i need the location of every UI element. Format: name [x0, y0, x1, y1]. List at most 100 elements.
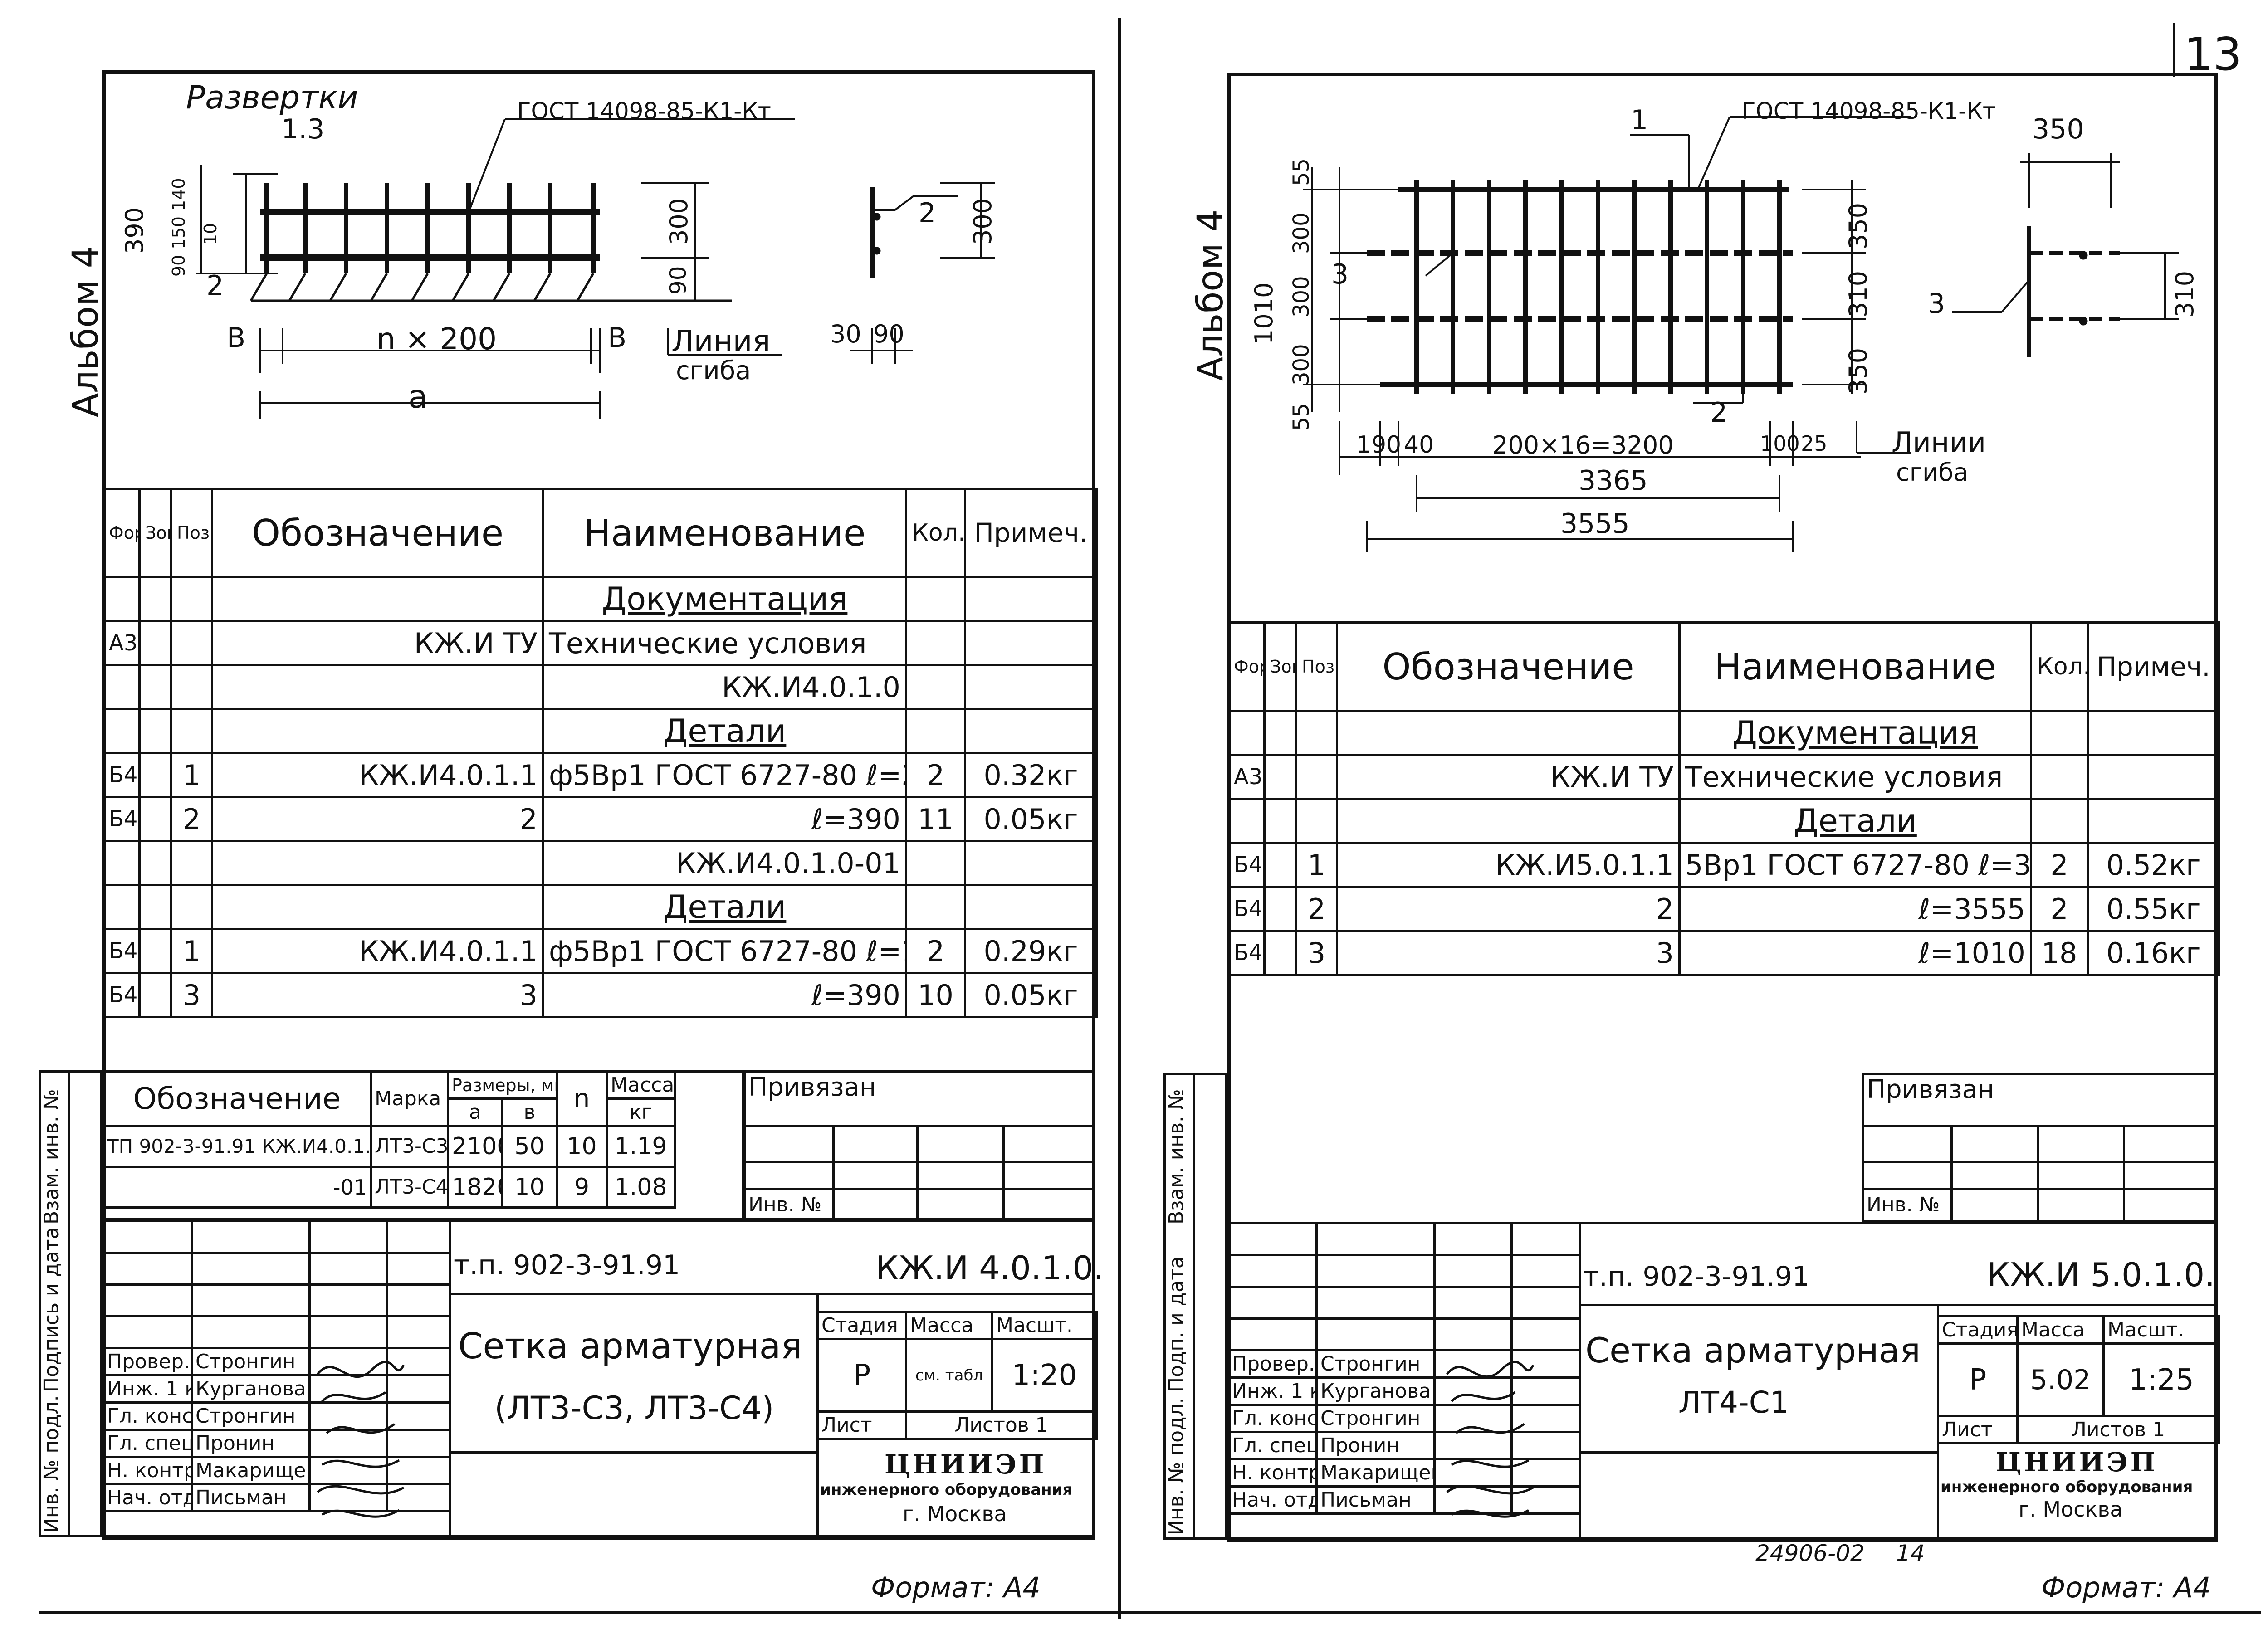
right-stage-value: Р	[1937, 1342, 2019, 1417]
page-number-box	[2173, 23, 2175, 77]
left-spec-cell-format: Б4	[102, 972, 141, 1018]
left-spec-cell-format	[102, 664, 141, 710]
left-drawing-name-2: (ЛТ3-С3, ЛТ3-С4)	[494, 1390, 774, 1427]
left-privyazan-line-1	[744, 1125, 1095, 1127]
marks-header-n: n	[556, 1070, 608, 1127]
page-number: 13	[2184, 28, 2242, 81]
marks-row-1-marka: ЛТ3-С3	[370, 1125, 449, 1168]
left-spec-cell-designation: 2	[211, 796, 544, 842]
left-spec-header-name: Наименование	[542, 488, 907, 578]
marks-row: ТП 902-3-91.91 КЖ.И4.0.1.0 ЛТ3-С3 2100 5…	[102, 1125, 745, 1168]
left-spec-cell-zone	[138, 620, 172, 666]
right-drawing-code: КЖ.И 5.0.1.0.	[1987, 1256, 2215, 1294]
right-spec-header-name: Наименование	[1678, 621, 2032, 712]
marks-row-2-a: 1820	[447, 1166, 503, 1209]
footer-code: 24906-02	[1755, 1540, 1865, 1566]
left-mass-header: Масса	[905, 1311, 993, 1340]
right-sidebar	[1163, 1073, 1227, 1540]
left-spec-cell-pos	[170, 620, 213, 666]
right-bend-line: Линии	[1892, 426, 1986, 459]
right-spec-cell-zone	[1263, 842, 1297, 888]
left-spec-cell-name: ф5Вр1 ГОСТ 6727-80 ℓ=2100	[542, 752, 907, 798]
table-row: КЖ.И4.0.1.0	[102, 664, 1098, 710]
left-stage-table: Стадия Масса Масшт. Р см. табл 1:20 Лист…	[816, 1311, 1098, 1440]
right-role-4: Гл. спец.	[1227, 1431, 1318, 1460]
right-spec-header-row: ФорматЗонаПоз.ОбозначениеНаименованиеКол…	[1227, 621, 2220, 712]
right-dim-350-b: 350	[1844, 347, 1872, 395]
left-spec-cell-designation: КЖ.И ТУ	[211, 620, 544, 666]
marks-row-2-oboz: -01	[102, 1166, 372, 1209]
left-dim-90-150-140: 90 150 140	[169, 178, 189, 277]
right-spec-cell-name: Детали	[1678, 798, 2032, 844]
right-drawing-name-1: Сетка арматурная	[1585, 1330, 1921, 1371]
left-spec-cell-pos	[170, 576, 213, 622]
table-row: Документация	[1227, 710, 2220, 756]
marks-row-2-mass: 1.08	[606, 1166, 676, 1209]
right-spec-cell-pos	[1295, 754, 1338, 800]
right-spec-cell-pos: 1	[1295, 842, 1338, 888]
left-spec-cell-zone	[138, 972, 172, 1018]
left-spec-cell-designation: КЖ.И4.0.1.1	[211, 752, 544, 798]
right-spec-cell-designation	[1336, 710, 1681, 756]
left-dim-90b: 90	[873, 320, 904, 348]
left-tb-hline-1	[449, 1293, 1095, 1295]
left-marks-table: Обозначение Марка Размеры, мм n Масса а …	[102, 1070, 745, 1209]
left-spec-header-note: Примеч.	[964, 488, 1098, 578]
left-spec-cell-zone	[138, 752, 172, 798]
left-spec-cell-name: ф5Вр1 ГОСТ 6727-80 ℓ=1820	[542, 928, 907, 974]
right-spec-cell-note: 0.16кг	[2087, 930, 2220, 976]
right-role-2: Инж. 1 к.	[1227, 1376, 1318, 1406]
table-row: Детали	[102, 708, 1098, 754]
left-spec-cell-pos: 1	[170, 752, 213, 798]
right-dim-100: 100	[1760, 431, 1800, 456]
left-spec-cell-pos: 1	[170, 928, 213, 974]
left-privyazan-line-2	[744, 1161, 1095, 1163]
right-dim-350-a: 350	[1844, 202, 1872, 249]
right-role-5: Н. контр.	[1227, 1458, 1318, 1488]
right-dim-1010: 1010	[1250, 282, 1278, 345]
left-sheet-label: Лист	[816, 1410, 907, 1440]
left-privyazan-vline-1	[832, 1125, 835, 1220]
left-spec-cell-format: Б4	[102, 752, 141, 798]
right-spec-cell-name: Технические условия	[1678, 754, 2032, 800]
right-privyazan-line-1	[1862, 1125, 2218, 1127]
right-gost-label: ГОСТ 14098-85-К1-Кт	[1742, 98, 1996, 124]
right-spec-cell-designation: 2	[1336, 886, 1681, 932]
left-sheets-label: Листов 1	[905, 1410, 1098, 1440]
left-org-2: инженерного оборудования	[820, 1481, 1073, 1499]
right-spec-cell-format: Б4	[1227, 842, 1266, 888]
right-spec-cell-name: ℓ=3555	[1678, 886, 2032, 932]
right-spec-cell-note	[2087, 798, 2220, 844]
right-spec-cell-pos: 2	[1295, 886, 1338, 932]
left-org-3: г. Москва	[903, 1502, 1007, 1526]
left-spec-cell-name: КЖ.И4.0.1.0	[542, 664, 907, 710]
right-spec-cell-zone	[1263, 886, 1297, 932]
right-spec-cell-name: ℓ=1010	[1678, 930, 2032, 976]
right-spec-header-qty: Кол.	[2030, 621, 2089, 712]
left-scale-header: Масшт.	[991, 1311, 1098, 1340]
right-spec-cell-name: Документация	[1678, 710, 2032, 756]
left-drawing-code: КЖ.И 4.0.1.0.	[875, 1249, 1104, 1287]
right-org-1: ЦНИИЭП	[1996, 1447, 2158, 1478]
left-spec-cell-format: Б4	[102, 796, 141, 842]
left-spec-cell-note: 0.29кг	[964, 928, 1098, 974]
left-person-1: Стронгин	[191, 1347, 311, 1376]
right-spec-cell-pos	[1295, 798, 1338, 844]
left-person-5: Макарищева	[191, 1456, 311, 1485]
left-drawing	[196, 118, 995, 419]
right-spec-cell-designation: КЖ.И ТУ	[1336, 754, 1681, 800]
right-sidebar-divider	[1193, 1073, 1195, 1540]
right-bend-line-2: сгиба	[1896, 458, 1969, 487]
marks-header-b: в	[501, 1097, 558, 1127]
left-dim-B1: В	[227, 322, 246, 354]
left-spec-header-designation: Обозначение	[211, 488, 544, 578]
left-spec-table: ФорматЗонаПоз.ОбозначениеНаименованиеКол…	[102, 488, 1098, 1018]
left-spec-cell-format: Б4	[102, 928, 141, 974]
left-spec-cell-zone	[138, 576, 172, 622]
right-spec-cell-designation: КЖ.И5.0.1.1	[1336, 842, 1681, 888]
left-privyazan-vline-3	[1002, 1125, 1005, 1220]
left-spec-cell-pos	[170, 884, 213, 930]
right-stage-header: Стадия	[1937, 1315, 2019, 1345]
left-spec-cell-pos	[170, 708, 213, 754]
